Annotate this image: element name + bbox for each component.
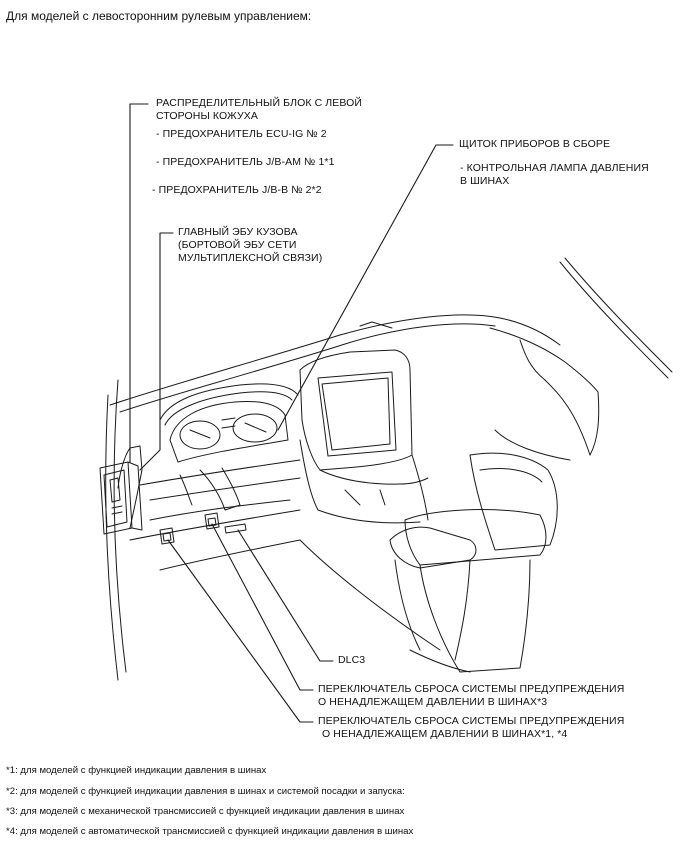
instrument-cluster (169, 401, 289, 463)
leader-lines (129, 103, 454, 723)
reset-switch-at-label-line-1: ПЕРЕКЛЮЧАТЕЛЬ СБРОСА СИСТЕМЫ ПРЕДУПРЕЖДЕ… (318, 715, 625, 727)
dlc3-connector (224, 523, 247, 534)
footnote-2: *2: для моделей с функцией индикации дав… (6, 786, 405, 797)
junction-block (99, 461, 143, 535)
tire-pressure-switch-left (159, 527, 175, 545)
instrument-cluster-label: ЩИТОК ПРИБОРОВ В СБОРЕ (459, 138, 611, 150)
left-door-edge (105, 394, 119, 681)
page-header: Для моделей с левосторонним рулевым упра… (6, 9, 312, 23)
footnote-3: *3: для моделей с механической трансмисс… (6, 806, 405, 817)
center-armrest (389, 526, 477, 661)
body-ecu-label-line-2: (БОРТОВОЙ ЭБУ СЕТИ (178, 239, 297, 251)
fuse-ecu-ig-label: - ПРЕДОХРАНИТЕЛЬ ECU-IG № 2 (156, 128, 327, 140)
reset-switch-at-label-line-2: О НЕНАДЛЕЖАЩЕМ ДАВЛЕНИИ В ШИНАХ*1, *4 (322, 728, 568, 740)
leader-dlc3 (237, 529, 334, 662)
leader-junction-block (129, 103, 149, 463)
leader-switch-b (167, 539, 314, 723)
reset-switch-mt-label-line-2: О НЕНАДЛЕЖАЩЕМ ДАВЛЕНИИ В ШИНАХ*3 (318, 696, 548, 708)
center-display-bezel (299, 349, 413, 471)
leader-switch-a (211, 523, 314, 691)
fuse-jb-am-label: - ПРЕДОХРАНИТЕЛЬ J/B-AM № 1*1 (156, 156, 335, 168)
footnote-1: *1: для моделей с функцией индикации дав… (6, 765, 267, 776)
leader-body-ecu (139, 232, 174, 471)
steering-column (199, 467, 241, 511)
leader-instrument-cluster (277, 144, 454, 431)
a-pillar (564, 257, 673, 373)
fuse-jb-b-label: - ПРЕДОХРАНИТЕЛЬ J/B-B № 2*2 (152, 184, 322, 196)
body-ecu-label-line-1: ГЛАВНЫЙ ЭБУ КУЗОВА (178, 226, 298, 238)
reset-switch-mt-label-line-1: ПЕРЕКЛЮЧАТЕЛЬ СБРОСА СИСТЕМЫ ПРЕДУПРЕЖДЕ… (318, 683, 625, 695)
passenger-seat (404, 452, 558, 673)
tire-pressure-switch-right (204, 512, 220, 530)
dlc3-label: DLC3 (338, 654, 366, 666)
body-ecu (117, 445, 143, 529)
lower-dash (139, 459, 301, 486)
body-ecu-label-line-3: МУЛЬТИПЛЕКСНОЙ СВЯЗИ) (178, 252, 323, 264)
footnote-4: *4: для моделей с автоматической трансми… (6, 826, 414, 837)
junction-block-label-line-2: СТОРОНЫ КОЖУХА (156, 110, 259, 122)
tire-pressure-lamp-label-line-1: - КОНТРОЛЬНАЯ ЛАМПА ДАВЛЕНИЯ (460, 162, 649, 174)
tire-pressure-lamp-label-line-2: В ШИНАХ (460, 175, 510, 187)
junction-block-label-line-1: РАСПРЕДЕЛИТЕЛЬНЫЙ БЛОК С ЛЕВОЙ (156, 97, 363, 109)
cluster-hood (159, 383, 299, 421)
right-dash (589, 391, 600, 456)
